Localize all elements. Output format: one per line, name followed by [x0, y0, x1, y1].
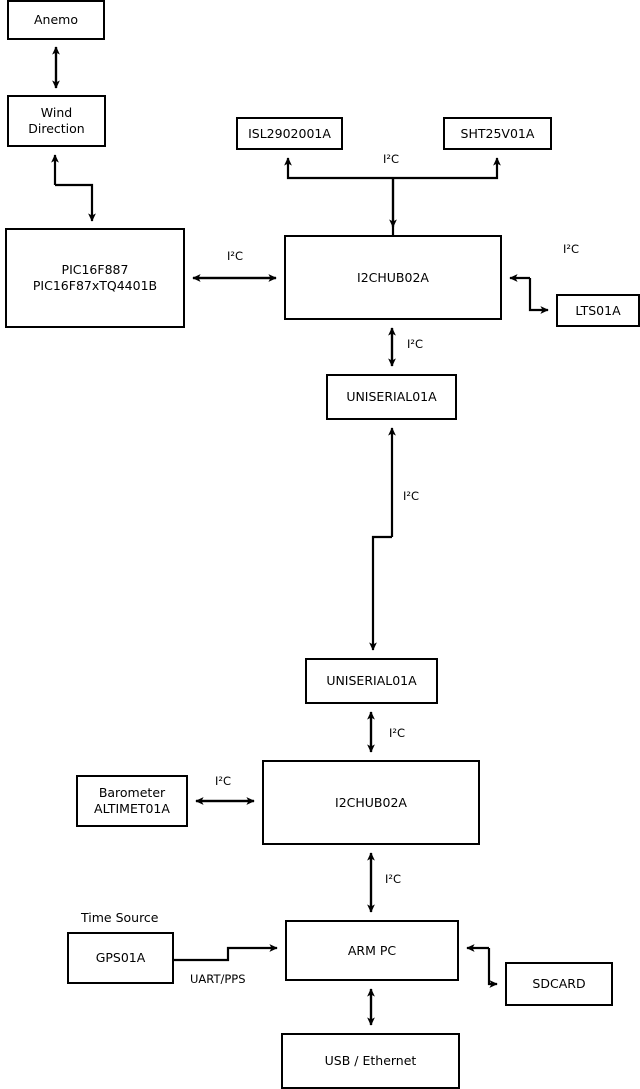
edge-label-i2c-long-link: I²C	[403, 489, 420, 503]
node-lts01a[interactable]: LTS01A	[556, 294, 640, 327]
node-anemo[interactable]: Anemo	[7, 0, 105, 40]
edge-label-i2c-barometer: I²C	[215, 774, 232, 788]
connector-uniserial-uniserial	[369, 427, 396, 651]
edge-label-i2c-hub-armpc: I²C	[385, 872, 402, 886]
edge-label-i2c-pic-hub: I²C	[227, 249, 244, 263]
edge-label-i2c-lts: I²C	[563, 242, 580, 256]
connector-gps-armpc	[174, 944, 278, 962]
node-uniserial01a-lower[interactable]: UNISERIAL01A	[305, 658, 438, 704]
node-arm-pc[interactable]: ARM PC	[285, 920, 459, 981]
node-usb-ethernet[interactable]: USB / Ethernet	[281, 1033, 460, 1089]
connector-hub-sensors	[284, 157, 501, 235]
connector-hub-lts	[509, 274, 549, 314]
node-sht25v01a[interactable]: SHT25V01A	[443, 117, 552, 150]
node-i2chub02a-top[interactable]: I2CHUB02A	[284, 235, 502, 320]
node-barometer-altimet01a[interactable]: Barometer ALTIMET01A	[76, 775, 188, 827]
node-sdcard[interactable]: SDCARD	[505, 962, 613, 1006]
connector-armpc-sdcard	[466, 944, 498, 988]
label-time-source: Time Source	[81, 910, 159, 925]
edge-label-i2c-hub-uniserial: I²C	[407, 337, 424, 351]
node-isl2902001a[interactable]: ISL2902001A	[236, 117, 343, 150]
edge-label-uart-pps: UART/PPS	[190, 972, 246, 986]
edge-label-i2c-uniserial-hub: I²C	[389, 726, 406, 740]
node-gps01a[interactable]: GPS01A	[67, 932, 174, 984]
node-pic-mcu[interactable]: PIC16F887 PIC16F87xTQ4401B	[5, 228, 185, 328]
edge-label-i2c-top-sensors: I²C	[383, 152, 400, 166]
node-wind-direction[interactable]: Wind Direction	[7, 95, 106, 147]
connector-wind-pic	[51, 154, 96, 222]
node-i2chub02a-bottom[interactable]: I2CHUB02A	[262, 760, 480, 845]
node-uniserial01a-upper[interactable]: UNISERIAL01A	[326, 374, 457, 420]
